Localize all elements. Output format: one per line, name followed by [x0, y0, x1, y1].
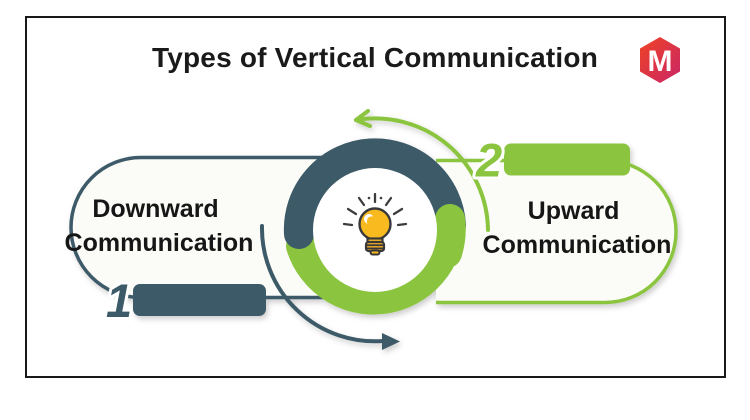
ring-top-arc: [283, 138, 466, 249]
m-hexagon-logo-icon: M: [640, 37, 680, 83]
downward-capsule-outline: [69, 155, 336, 300]
curved-arrow-counterclockwise-icon: [354, 109, 490, 232]
upward-number-bar: [504, 143, 630, 176]
downward-number: 1: [106, 274, 132, 327]
upward-label: Upward Communication: [483, 197, 672, 259]
page-title: Types of Vertical Communication: [152, 42, 598, 73]
upward-capsule-outline: [436, 158, 678, 305]
curved-arrow-clockwise-icon: [259, 224, 400, 350]
logo-letter: M: [648, 45, 673, 78]
lightbulb-icon: [342, 192, 408, 256]
downward-label: Downward Communication: [65, 195, 254, 257]
upward-number: 2: [475, 134, 502, 187]
ring-green-cap: [432, 204, 466, 268]
downward-number-bar: [133, 284, 266, 316]
